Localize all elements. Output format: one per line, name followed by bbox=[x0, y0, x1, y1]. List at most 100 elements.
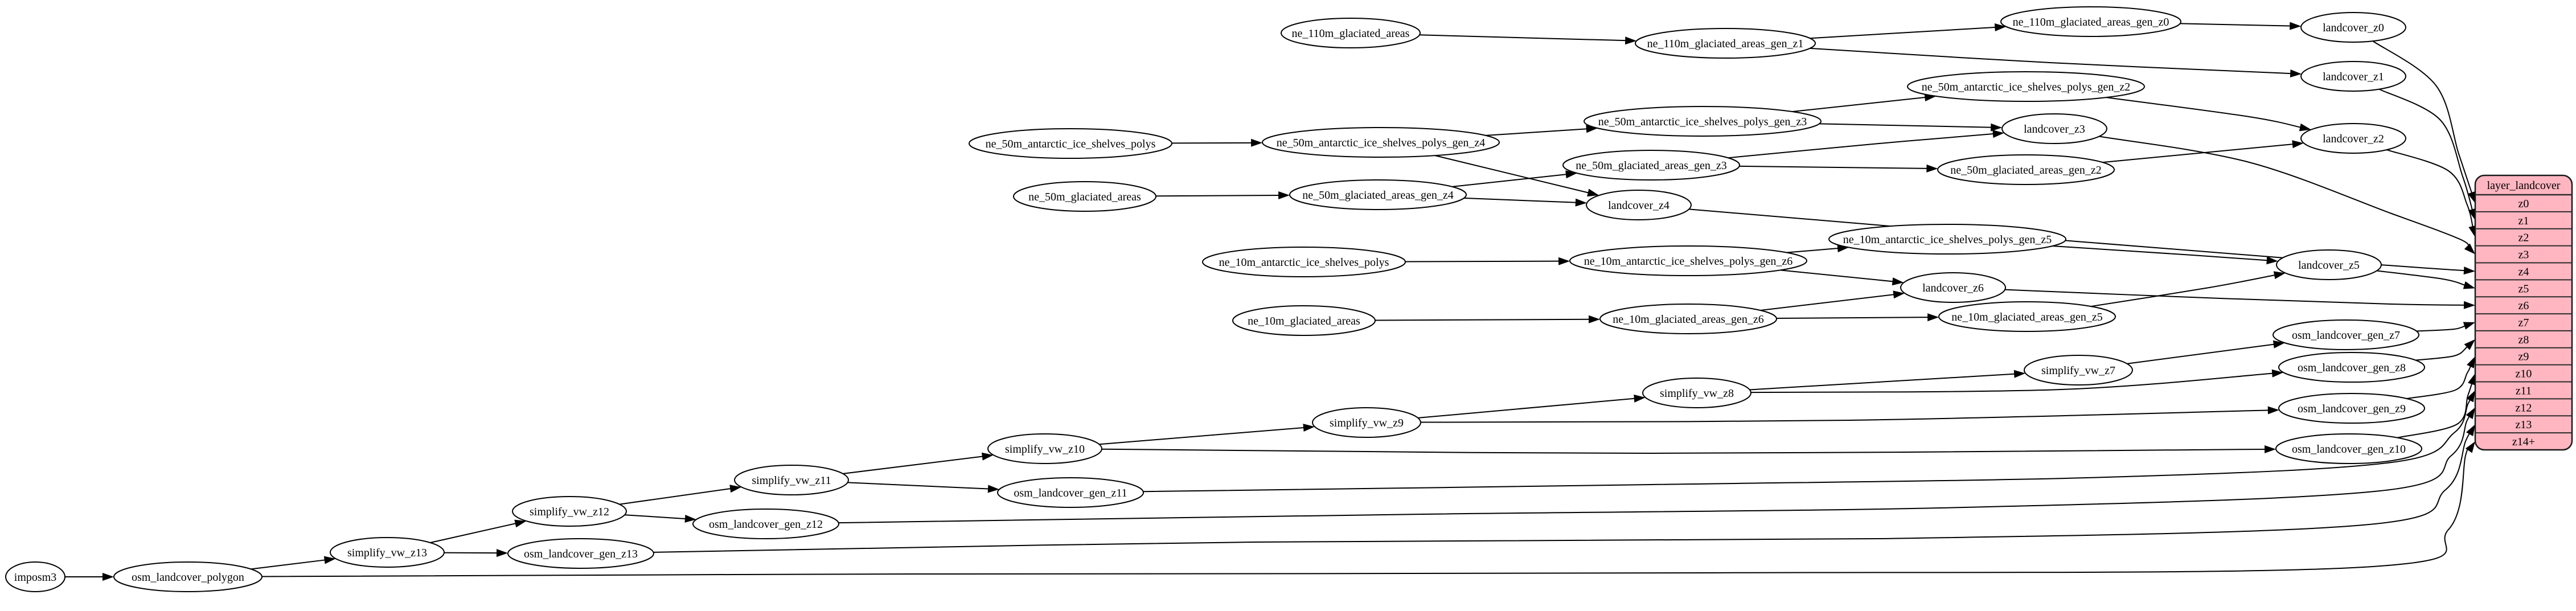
arrowhead-icon bbox=[2290, 69, 2302, 77]
node-label-ne_50m_glaciated_areas: ne_50m_glaciated_areas bbox=[1028, 191, 1141, 203]
node-label-osm_landcover_gen_z11: osm_landcover_gen_z11 bbox=[1014, 487, 1127, 499]
edge-ne_10m_antarctic_ice_shelves_polys-to-ne_10m_antarctic_ice_shelves_polys_gen_z6 bbox=[1405, 257, 1570, 265]
node-osm_landcover_gen_z11: osm_landcover_gen_z11 bbox=[997, 477, 1144, 508]
node-label-landcover_z5: landcover_z5 bbox=[2298, 259, 2360, 272]
edge-ne_50m_glaciated_areas_gen_z3-to-landcover_z3 bbox=[1728, 130, 2004, 159]
table-row-z9: z9 bbox=[2518, 351, 2529, 363]
node-label-landcover_z1: landcover_z1 bbox=[2323, 71, 2384, 83]
table-row-z6: z6 bbox=[2518, 300, 2529, 312]
node-ne_50m_glaciated_areas: ne_50m_glaciated_areas bbox=[1013, 181, 1156, 212]
table-row-z5: z5 bbox=[2518, 282, 2529, 295]
arrowhead-icon bbox=[1251, 138, 1263, 147]
node-osm_landcover_gen_z13: osm_landcover_gen_z13 bbox=[507, 538, 654, 569]
node-label-ne_10m_antarctic_ice_shelves_polys_gen_z5: ne_10m_antarctic_ice_shelves_polys_gen_z… bbox=[1843, 233, 2052, 246]
edge-simplify_vw_z12-to-osm_landcover_gen_z12 bbox=[625, 514, 696, 523]
arrowhead-icon bbox=[1924, 93, 1937, 101]
arrowhead-icon bbox=[2463, 266, 2475, 275]
edge-landcover_z5-to-layer_landcover-z5 bbox=[2377, 270, 2475, 289]
node-label-simplify_vw_z13: simplify_vw_z13 bbox=[347, 547, 427, 559]
arrowhead-icon bbox=[323, 556, 336, 564]
edge-ne_10m_glaciated_areas_gen_z6-to-ne_10m_glaciated_areas_gen_z5 bbox=[1776, 313, 1939, 322]
node-label-osm_landcover_gen_z9: osm_landcover_gen_z9 bbox=[2298, 403, 2406, 415]
node-simplify_vw_z12: simplify_vw_z12 bbox=[512, 496, 627, 527]
node-ne_10m_antarctic_ice_shelves_polys_gen_z5: ne_10m_antarctic_ice_shelves_polys_gen_z… bbox=[1828, 224, 2066, 255]
node-ne_50m_antarctic_ice_shelves_polys_gen_z3: ne_50m_antarctic_ice_shelves_polys_gen_z… bbox=[1584, 106, 1822, 137]
node-label-osm_landcover_gen_z7: osm_landcover_gen_z7 bbox=[2292, 329, 2400, 342]
edge-osm_landcover_gen_z9-to-layer_landcover-z9 bbox=[2406, 356, 2475, 399]
edge-osm_landcover_gen_z7-to-layer_landcover-z7 bbox=[2416, 322, 2475, 332]
node-label-ne_110m_glaciated_areas: ne_110m_glaciated_areas bbox=[1292, 27, 1410, 40]
arrowhead-icon bbox=[2299, 123, 2311, 132]
arrowhead-icon bbox=[2292, 140, 2304, 149]
node-landcover_z4: landcover_z4 bbox=[1586, 190, 1692, 220]
node-imposm3: imposm3 bbox=[5, 561, 65, 592]
node-ne_110m_glaciated_areas_gen_z0: ne_110m_glaciated_areas_gen_z0 bbox=[2000, 6, 2181, 37]
arrowhead-icon bbox=[2468, 225, 2476, 237]
edge-simplify_vw_z11-to-simplify_vw_z10 bbox=[843, 452, 994, 474]
node-ne_110m_glaciated_areas: ne_110m_glaciated_areas bbox=[1281, 18, 1421, 48]
arrowhead-icon bbox=[2463, 301, 2475, 309]
arrowhead-icon bbox=[1558, 257, 1570, 265]
node-osm_landcover_gen_z10: osm_landcover_gen_z10 bbox=[2275, 433, 2422, 464]
node-label-ne_10m_glaciated_areas_gen_z5: ne_10m_glaciated_areas_gen_z5 bbox=[1951, 311, 2102, 323]
edge-simplify_vw_z12-to-simplify_vw_z11 bbox=[619, 485, 742, 505]
edge-simplify_vw_z9-to-osm_landcover_gen_z9 bbox=[1420, 406, 2279, 423]
edge-simplify_vw_z7-to-osm_landcover_gen_z7 bbox=[2127, 340, 2285, 364]
arrowhead-icon bbox=[2468, 373, 2476, 386]
edge-imposm3-to-osm_landcover_polygon bbox=[65, 573, 114, 581]
node-label-ne_50m_antarctic_ice_shelves_polys_gen_z4: ne_50m_antarctic_ice_shelves_polys_gen_z… bbox=[1277, 137, 1486, 149]
node-simplify_vw_z8: simplify_vw_z8 bbox=[1642, 378, 1751, 408]
edge-simplify_vw_z8-to-simplify_vw_z7 bbox=[1749, 370, 2026, 391]
table-row-z3: z3 bbox=[2518, 249, 2529, 261]
node-label-osm_landcover_gen_z12: osm_landcover_gen_z12 bbox=[709, 518, 823, 531]
node-ne_50m_glaciated_areas_gen_z3: ne_50m_glaciated_areas_gen_z3 bbox=[1562, 150, 1740, 181]
node-label-landcover_z3: landcover_z3 bbox=[2024, 123, 2085, 136]
node-label-ne_10m_antarctic_ice_shelves_polys: ne_10m_antarctic_ice_shelves_polys bbox=[1219, 256, 1389, 269]
node-landcover_z0: landcover_z0 bbox=[2300, 12, 2406, 43]
node-label-ne_10m_glaciated_areas_gen_z6: ne_10m_glaciated_areas_gen_z6 bbox=[1613, 313, 1763, 326]
arrowhead-icon bbox=[2466, 407, 2475, 420]
table-layer-landcover: layer_landcoverz0z1z2z3z4z5z6z7z8z9z10z1… bbox=[2474, 174, 2573, 451]
edge-landcover_z3-to-layer_landcover-z3 bbox=[2099, 136, 2475, 255]
node-osm_landcover_gen_z12: osm_landcover_gen_z12 bbox=[692, 509, 839, 539]
edge-ne_50m_antarctic_ice_shelves_polys_gen_z2-to-landcover_z2 bbox=[2106, 97, 2311, 132]
edge-ne_50m_antarctic_ice_shelves_polys_gen_z4-to-ne_50m_antarctic_ice_shelves_polys_gen_z3 bbox=[1486, 125, 1598, 136]
table-row-z1: z1 bbox=[2518, 215, 2529, 227]
node-label-landcover_z0: landcover_z0 bbox=[2323, 22, 2384, 34]
node-label-osm_landcover_gen_z10: osm_landcover_gen_z10 bbox=[2292, 443, 2406, 456]
arrowhead-icon bbox=[1589, 315, 1601, 323]
node-label-simplify_vw_z12: simplify_vw_z12 bbox=[530, 506, 609, 518]
table-row-z2: z2 bbox=[2518, 232, 2529, 244]
edge-osm_landcover_polygon-to-simplify_vw_z13 bbox=[251, 556, 336, 570]
node-label-ne_110m_glaciated_areas_gen_z0: ne_110m_glaciated_areas_gen_z0 bbox=[2013, 16, 2169, 28]
arrowhead-icon bbox=[1278, 191, 1290, 199]
node-label-landcover_z4: landcover_z4 bbox=[1608, 199, 1670, 212]
arrowhead-icon bbox=[514, 519, 527, 528]
edge-ne_110m_glaciated_areas_gen_z1-to-ne_110m_glaciated_areas_gen_z0 bbox=[1810, 23, 2007, 39]
arrowhead-icon bbox=[1927, 313, 1939, 322]
edge-osm_landcover_gen_z10-to-layer_landcover-z10 bbox=[2397, 373, 2476, 438]
node-landcover_z1: landcover_z1 bbox=[2300, 61, 2406, 92]
node-label-imposm3: imposm3 bbox=[14, 571, 56, 584]
edge-ne_110m_glaciated_areas_gen_z1-to-landcover_z1 bbox=[1810, 47, 2302, 77]
edge-ne_50m_glaciated_areas_gen_z4-to-ne_50m_glaciated_areas_gen_z3 bbox=[1452, 170, 1577, 187]
node-label-landcover_z2: landcover_z2 bbox=[2323, 133, 2384, 145]
node-label-simplify_vw_z11: simplify_vw_z11 bbox=[752, 474, 831, 487]
table-row-z13: z13 bbox=[2516, 419, 2532, 431]
edge-ne_10m_antarctic_ice_shelves_polys_gen_z5-to-landcover_z5 bbox=[2052, 245, 2278, 265]
edge-simplify_vw_z13-to-osm_landcover_gen_z13 bbox=[444, 549, 508, 557]
edge-osm_landcover_gen_z8-to-layer_landcover-z8 bbox=[2415, 339, 2475, 361]
node-osm_landcover_gen_z9: osm_landcover_gen_z9 bbox=[2278, 393, 2425, 424]
arrowhead-icon bbox=[1837, 244, 1849, 253]
edge-ne_10m_antarctic_ice_shelves_polys_gen_z6-to-ne_10m_antarctic_ice_shelves_polys_gen_z5 bbox=[1786, 244, 1849, 253]
edge-ne_10m_glaciated_areas_gen_z5-to-landcover_z5 bbox=[2091, 271, 2286, 307]
table-row-z0: z0 bbox=[2518, 198, 2529, 210]
node-landcover_z5: landcover_z5 bbox=[2276, 249, 2382, 280]
edge-osm_landcover_gen_z12-to-layer_landcover-z12 bbox=[838, 407, 2475, 524]
arrowhead-icon bbox=[987, 485, 1000, 493]
arrowhead-icon bbox=[1634, 394, 1646, 403]
table-row-z11: z11 bbox=[2516, 384, 2532, 397]
arrowhead-icon bbox=[1991, 123, 2003, 132]
